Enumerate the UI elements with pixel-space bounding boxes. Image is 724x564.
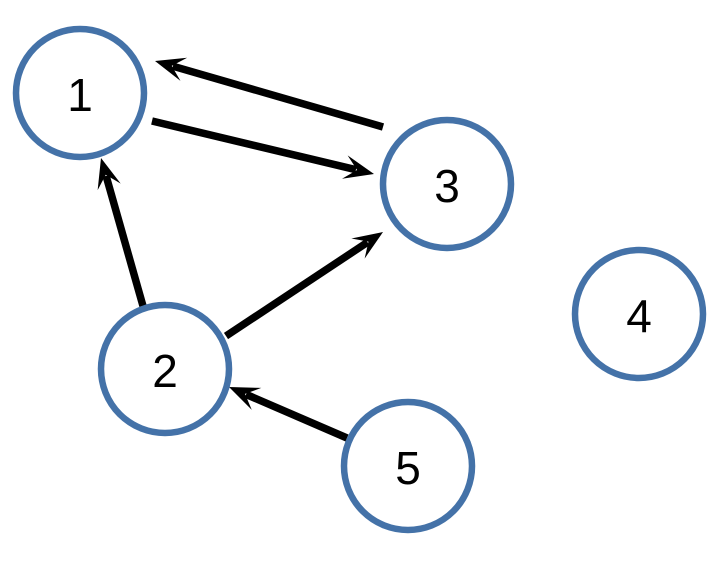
node-3[interactable]: 3 [379, 116, 515, 252]
edge-3-to-1 [155, 57, 385, 131]
node-label: 2 [152, 345, 178, 397]
node-5[interactable]: 5 [340, 398, 476, 534]
edge-2-to-1 [97, 158, 147, 308]
node-circle[interactable] [97, 301, 233, 437]
edge-line [102, 174, 147, 308]
arrowhead-icon [342, 155, 374, 179]
edge-5-to-2 [229, 387, 349, 442]
node-1[interactable]: 1 [12, 25, 148, 161]
node-label: 4 [626, 290, 652, 342]
node-circle[interactable] [571, 246, 707, 382]
nodes-layer: 1 2 3 4 5 [12, 25, 707, 534]
arrowhead-icon [229, 387, 262, 410]
node-circle[interactable] [12, 25, 148, 161]
node-label: 3 [434, 160, 460, 212]
edges-layer [97, 57, 385, 442]
edge-1-to-3 [151, 117, 374, 179]
arrowhead-icon [155, 57, 188, 81]
node-2[interactable]: 2 [97, 301, 233, 437]
node-label: 1 [67, 69, 93, 121]
node-label: 5 [395, 442, 421, 494]
node-circle[interactable] [340, 398, 476, 534]
edge-line [171, 62, 385, 131]
arrowhead-icon [97, 158, 121, 191]
edge-line [151, 117, 357, 174]
edge-line [223, 239, 370, 340]
node-circle[interactable] [379, 116, 515, 252]
edge-2-to-3 [223, 232, 383, 340]
arrowhead-icon [351, 232, 383, 259]
node-4[interactable]: 4 [571, 246, 707, 382]
edge-line [244, 390, 349, 442]
